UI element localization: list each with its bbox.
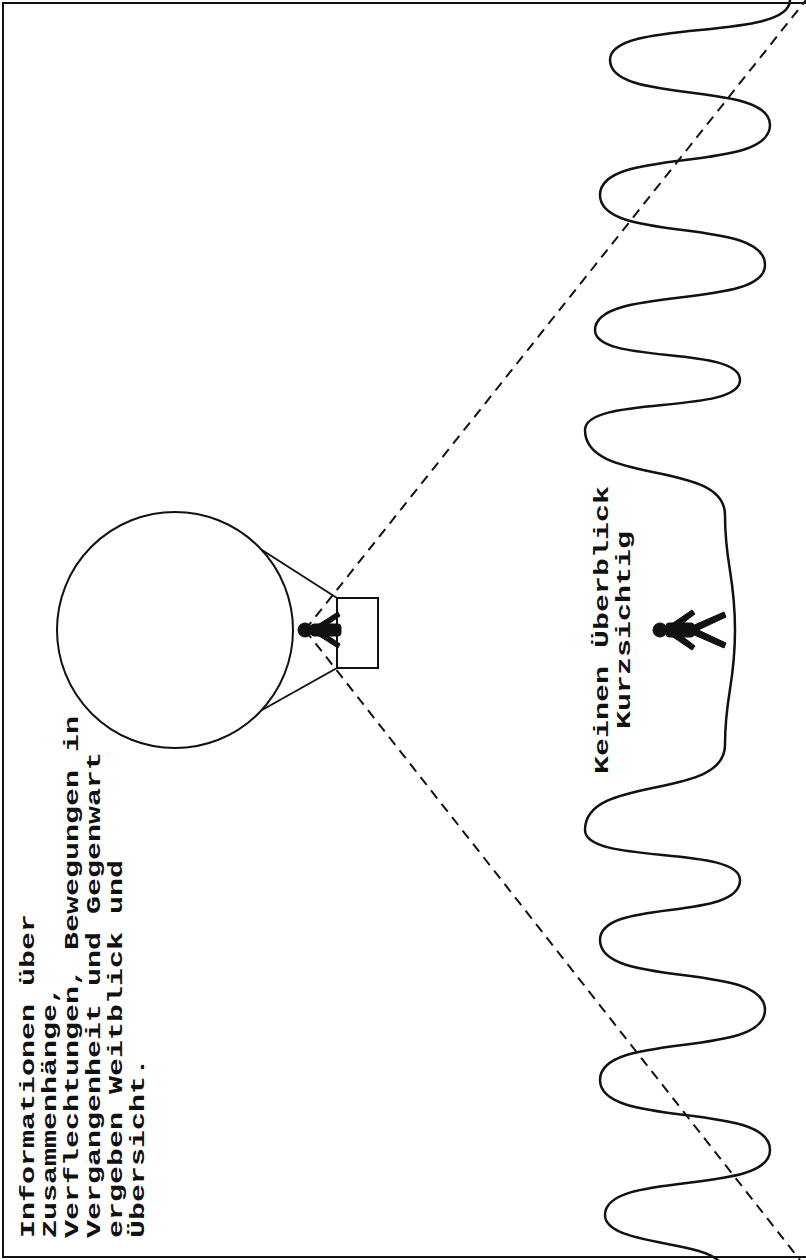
- ground-line: [585, 0, 790, 1260]
- balloon-rope: [262, 550, 337, 598]
- sight-line: [305, 0, 806, 630]
- person-figure: [653, 610, 726, 650]
- frame: [3, 3, 806, 1257]
- caption-label: Keinen Überblick: [592, 465, 614, 795]
- note-block: Informationen über Zusammenhänge, Verfle…: [18, 698, 150, 1238]
- ground-labels: Keinen ÜberblickKurzsichtig: [592, 465, 636, 795]
- person-figure: [298, 612, 341, 648]
- balloon-envelope: [57, 512, 293, 748]
- balloon-rope: [262, 668, 337, 710]
- caption-label: Kurzsichtig: [614, 465, 636, 795]
- info-note: Informationen über Zusammenhänge, Verfle…: [18, 698, 150, 1238]
- balloon-basket: [337, 598, 378, 668]
